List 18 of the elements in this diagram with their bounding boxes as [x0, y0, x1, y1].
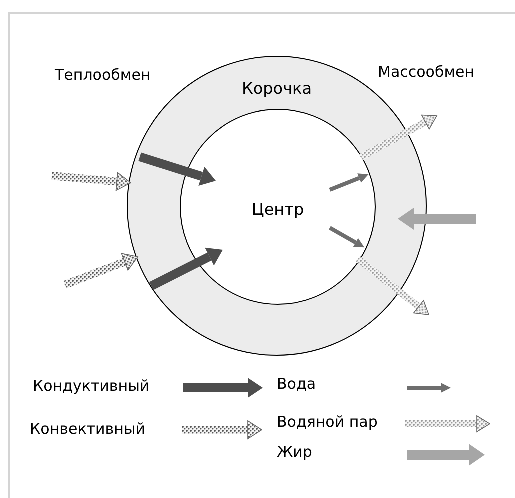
- arrow: [138, 152, 216, 186]
- arrow: [52, 172, 132, 192]
- arrow: [398, 208, 476, 230]
- node-label: Корочка: [242, 78, 312, 100]
- arrow: [329, 174, 369, 192]
- heading-label: Массообмен: [378, 62, 475, 83]
- arrow: [329, 226, 365, 248]
- arrow: [359, 114, 438, 161]
- legend-label: Конвективный: [30, 419, 146, 440]
- legend-label: Водяной пар: [277, 412, 378, 433]
- heading-label: Теплообмен: [55, 65, 151, 86]
- arrow: [149, 248, 223, 290]
- legend-label: Жир: [277, 442, 312, 463]
- arrow: [64, 253, 138, 289]
- legend-label: Кондуктивный: [33, 376, 150, 397]
- node-label: Центр: [252, 199, 304, 221]
- arrow: [356, 256, 430, 316]
- legend-label: Вода: [277, 374, 316, 395]
